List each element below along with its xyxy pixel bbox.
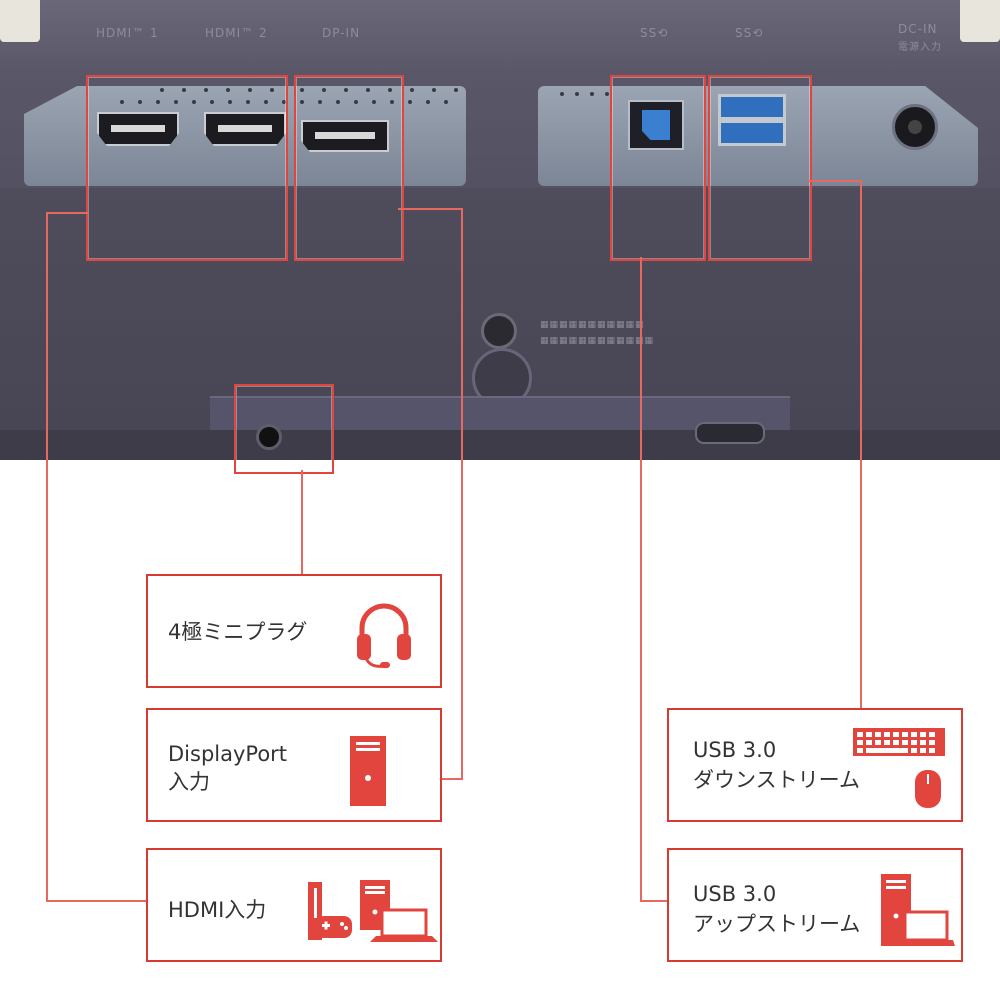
hdmi1-port [97, 112, 179, 146]
label-dc-in: DC-IN [898, 22, 938, 36]
game-console-and-pc-icons [308, 880, 438, 942]
vent-dot [174, 100, 178, 104]
line-usb-down-v [860, 180, 862, 710]
vent-dot [248, 88, 252, 92]
vent-dot [300, 100, 304, 104]
dc-in-port [892, 104, 938, 150]
label-dc-in-jp: 電源入力 [898, 42, 942, 53]
vent-dot [454, 88, 458, 92]
vent-dot [390, 100, 394, 104]
label-hdmi2: HDMI™ 2 [205, 26, 268, 40]
rear-tab-right [960, 0, 1000, 42]
callout-usb-up: USB 3.0 アップストリーム [667, 848, 963, 962]
displayport-port [301, 120, 389, 152]
vent-dot [228, 100, 232, 104]
vent-dot [372, 100, 376, 104]
line-usb-down-h [808, 180, 862, 182]
label-ss1: SS⟲ [640, 26, 669, 40]
vent-dot [344, 88, 348, 92]
certification-marks-2: ▦▦▦▦▦▦▦▦▦▦▦▦ [540, 336, 655, 346]
highlight-displayport [294, 75, 404, 261]
line-dp-h2 [440, 778, 463, 780]
vent-dot [575, 92, 579, 96]
headphones-icon [357, 603, 411, 668]
vent-dot [246, 100, 250, 104]
joystick-switch [695, 422, 765, 444]
usb-b-upstream-port [628, 100, 684, 150]
vent-dot [226, 88, 230, 92]
vent-dot [120, 100, 124, 104]
desktop-tower-icon [350, 736, 386, 806]
callout-headphone: 4極ミニプラグ [146, 574, 442, 688]
vent-dot [156, 100, 160, 104]
vent-dot [270, 88, 274, 92]
vent-dot [282, 100, 286, 104]
highlight-usb-up [610, 75, 706, 261]
usb-a-port-1 [718, 94, 786, 120]
callout-hdmi-text: HDMI入力 [168, 898, 267, 922]
screw-icon [481, 313, 517, 349]
highlight-headphone [234, 384, 334, 474]
vent-dot [432, 88, 436, 92]
vent-dot [410, 88, 414, 92]
label-ss2: SS⟲ [735, 26, 764, 40]
label-dp-in: DP-IN [322, 26, 361, 40]
vent-dot [160, 88, 164, 92]
hdmi2-port [204, 112, 286, 146]
monitor-bottom-bar [0, 430, 1000, 460]
vent-dot [560, 92, 564, 96]
vent-dot [388, 88, 392, 92]
vent-dot [210, 100, 214, 104]
certification-marks: ▦▦▦▦▦▦▦▦▦▦▦ [540, 320, 645, 330]
keyboard-and-mouse-icons [853, 728, 945, 808]
label-hdmi1: HDMI™ 1 [96, 26, 159, 40]
vent-dot [590, 92, 594, 96]
usb-a-port-2 [718, 120, 786, 146]
callout-hdmi: HDMI入力 [146, 848, 442, 962]
vent-dot [354, 100, 358, 104]
rear-tab-left [0, 0, 40, 42]
line-dp-h1 [398, 208, 462, 210]
line-hdmi-h1 [46, 212, 88, 214]
callout-usb-down-line1: USB 3.0 [693, 738, 777, 762]
callout-dp-line2: 入力 [168, 770, 210, 794]
vent-dot [426, 100, 430, 104]
vent-dot [322, 88, 326, 92]
vent-dot [336, 100, 340, 104]
line-hdmi-h2 [46, 900, 148, 902]
vent-dot [605, 92, 609, 96]
vent-dot [264, 100, 268, 104]
callout-headphone-text: 4極ミニプラグ [168, 620, 308, 644]
vent-dot [138, 100, 142, 104]
vent-dot [318, 100, 322, 104]
callout-usb-up-line1: USB 3.0 [693, 882, 777, 906]
line-headphone [301, 470, 303, 576]
vent-dot [300, 88, 304, 92]
vent-dot [204, 88, 208, 92]
highlight-usb-down [708, 75, 812, 261]
vent-dot [192, 100, 196, 104]
vent-dot [182, 88, 186, 92]
callout-dp-line1: DisplayPort [168, 742, 288, 766]
headphone-jack [256, 424, 282, 450]
line-usb-up-v [640, 257, 642, 902]
highlight-hdmi [86, 75, 288, 261]
vent-dot [444, 100, 448, 104]
callout-usb-up-line2: アップストリーム [693, 912, 861, 936]
line-hdmi-v [46, 212, 48, 902]
callout-displayport: DisplayPort 入力 [146, 708, 442, 822]
vent-dot [408, 100, 412, 104]
callout-usb-down: USB 3.0 ダウンストリーム [667, 708, 963, 822]
port-label-strip [0, 0, 1000, 72]
pc-and-laptop-icons [881, 874, 955, 946]
line-usb-up-h [640, 900, 668, 902]
callout-usb-down-line2: ダウンストリーム [693, 768, 860, 792]
line-dp-v [461, 208, 463, 780]
vent-dot [366, 88, 370, 92]
